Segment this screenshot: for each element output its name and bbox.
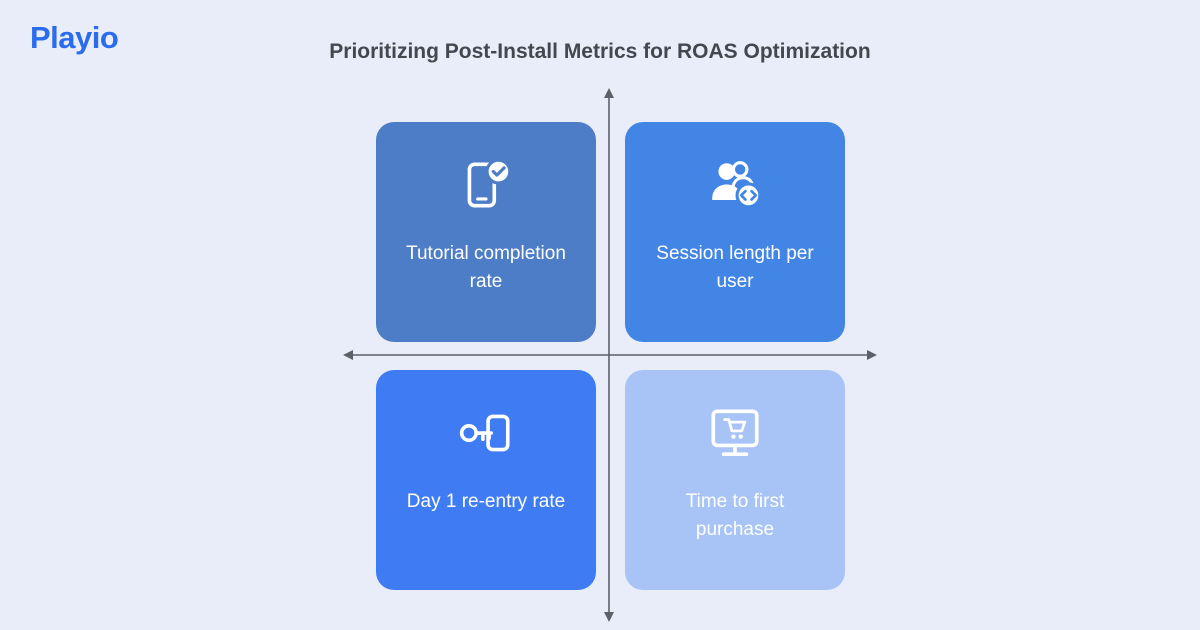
- quadrant-label: Session length per user: [656, 243, 814, 292]
- monitor-cart-icon: [706, 404, 764, 462]
- quadrant-card-session-length: Session length per user: [625, 122, 845, 342]
- page-title: Prioritizing Post-Install Metrics for RO…: [329, 40, 871, 63]
- quadrant-card-time-to-purchase: Time to first purchase: [625, 370, 845, 590]
- key-entry-icon: [457, 404, 515, 462]
- quadrant-label: Day 1 re-entry rate: [406, 491, 566, 512]
- quadrant-card-day1-reentry: Day 1 re-entry rate: [376, 370, 596, 590]
- playio-logo: Playio: [30, 20, 119, 55]
- phone-check-icon: [457, 156, 515, 214]
- quadrant-label: Tutorial completion rate: [406, 243, 566, 292]
- quadrant-label: Time to first purchase: [685, 491, 785, 540]
- users-code-icon: [706, 156, 764, 214]
- quadrant-card-tutorial-completion: Tutorial completion rate: [376, 122, 596, 342]
